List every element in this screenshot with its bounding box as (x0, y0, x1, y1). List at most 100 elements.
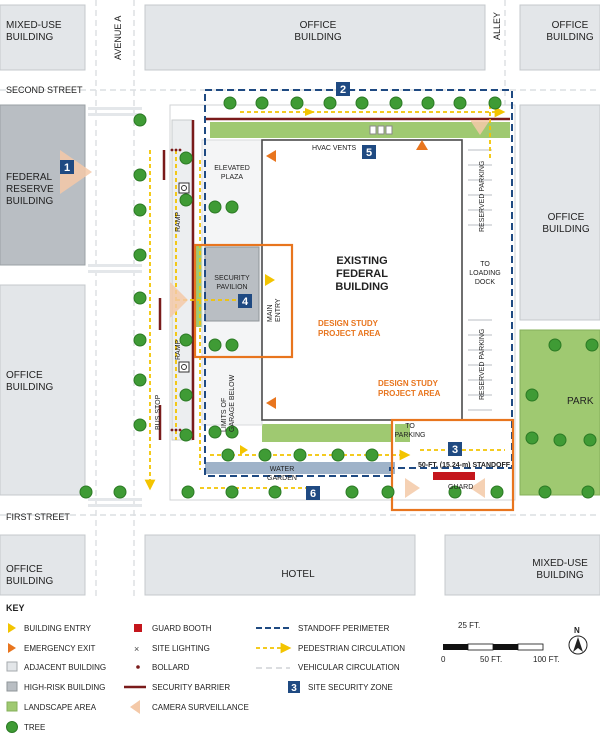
crosswalks (88, 107, 142, 507)
legend: KEY BUILDING ENTRY EMERGENCY EXIT ADJACE… (6, 603, 405, 733)
key-security-barrier: SECURITY BARRIER (152, 683, 230, 692)
scale-mid: 50 FT. (480, 655, 502, 664)
block-mixed-use-se (444, 534, 600, 596)
zone-1: 1 (64, 162, 70, 174)
bollards (170, 148, 182, 432)
block-office-sw (0, 534, 86, 596)
tree-30 (181, 485, 195, 499)
scale-bar: 25 FT. 0 50 FT. 100 FT. (441, 621, 560, 664)
reserved-bottom-label: RESERVED PARKING (479, 329, 486, 400)
main-entry-l2: ENTRY (275, 298, 282, 322)
tree-15 (133, 373, 147, 387)
tree-10 (133, 168, 147, 182)
tree-25 (225, 338, 239, 352)
key-site-lighting: SITE LIGHTING (152, 644, 210, 653)
trees (79, 96, 599, 499)
city-blocks (0, 4, 600, 596)
standoff-label: 50-FT. (15.24-m) STANDOFF (418, 462, 511, 469)
office-sw-l1: OFFICE (6, 564, 43, 575)
tree-36 (490, 485, 504, 499)
security-barriers (158, 117, 510, 440)
avenue-label: AVENUE A (113, 16, 123, 60)
tree-49 (583, 433, 597, 447)
key-guard-booth: GUARD BOOTH (152, 624, 212, 633)
tree-20 (179, 388, 193, 402)
tree-2 (290, 96, 304, 110)
dock-l1: TO (480, 261, 490, 268)
ramp-bottom-label: RAMP (175, 339, 182, 360)
federal-reserve-l3: BUILDING (6, 196, 53, 207)
office-top-l2: BUILDING (294, 32, 341, 43)
tree-0 (223, 96, 237, 110)
key-title: KEY (6, 603, 25, 613)
to-parking-l2: PARKING (395, 432, 426, 439)
tree-48 (553, 433, 567, 447)
standoff-perimeter (204, 89, 513, 477)
zone-5: 5 (366, 147, 372, 159)
office-west-l2: BUILDING (6, 382, 53, 393)
limits-l1: LIMITS OF (221, 398, 228, 432)
tree-35 (448, 485, 462, 499)
key-zone-sample: 3 (291, 683, 297, 694)
svg-text:LIMITS OFGARAGE BELOW: LIMITS OFGARAGE BELOW (221, 374, 236, 432)
water-l2: GARDEN (267, 475, 297, 482)
alley-label: ALLEY (492, 12, 502, 40)
reserved-top-label: RESERVED PARKING (479, 161, 486, 232)
pavilion-l2: PAVILION (216, 284, 247, 291)
tree-47 (525, 431, 539, 445)
key-building-entry: BUILDING ENTRY (24, 624, 92, 633)
block-hotel (144, 534, 416, 596)
design-study-area-1 (193, 243, 294, 359)
tree-14 (133, 333, 147, 347)
tree-9 (133, 113, 147, 127)
zone-badges: 1 2 3 4 5 6 (60, 82, 462, 500)
guard-label: GUARD (448, 484, 473, 491)
key-high-risk: HIGH-RISK BUILDING (24, 683, 105, 692)
tree-29 (113, 485, 127, 499)
park-label: PARK (567, 396, 594, 407)
office-ne-l1: OFFICE (552, 20, 589, 31)
zone-6: 6 (310, 488, 316, 500)
accessible-ramp-icons (178, 182, 190, 373)
tree-12 (133, 248, 147, 262)
tree-40 (258, 448, 272, 462)
tree-6 (421, 96, 435, 110)
tree-16 (133, 418, 147, 432)
security-pavilion (204, 246, 260, 322)
building-entries (240, 108, 315, 455)
block-office-ne (519, 4, 600, 71)
mixed-use-se-l1: MIXED-USE (532, 558, 588, 569)
design-study-2-l2: PROJECT AREA (378, 389, 441, 398)
tree-31 (225, 485, 239, 499)
tree-24 (208, 338, 222, 352)
tree-19 (179, 333, 193, 347)
tree-38 (581, 485, 595, 499)
zone-3: 3 (452, 444, 458, 456)
block-park (519, 329, 600, 496)
tree-33 (345, 485, 359, 499)
federal-l2: FEDERAL (336, 268, 388, 280)
first-street-label: FIRST STREET (6, 512, 70, 522)
tree-42 (331, 448, 345, 462)
key-tree: TREE (24, 723, 45, 732)
office-west-l1: OFFICE (6, 370, 43, 381)
hvac-vents (369, 125, 393, 135)
tree-8 (488, 96, 502, 110)
zone-2: 2 (340, 84, 346, 96)
emergency-exits (266, 140, 428, 409)
tree-39 (221, 448, 235, 462)
plaza-l2: PLAZA (221, 174, 244, 181)
tree-1 (255, 96, 269, 110)
key-standoff-perimeter: STANDOFF PERIMETER (298, 624, 390, 633)
key-vehicular: VEHICULAR CIRCULATION (298, 663, 400, 672)
